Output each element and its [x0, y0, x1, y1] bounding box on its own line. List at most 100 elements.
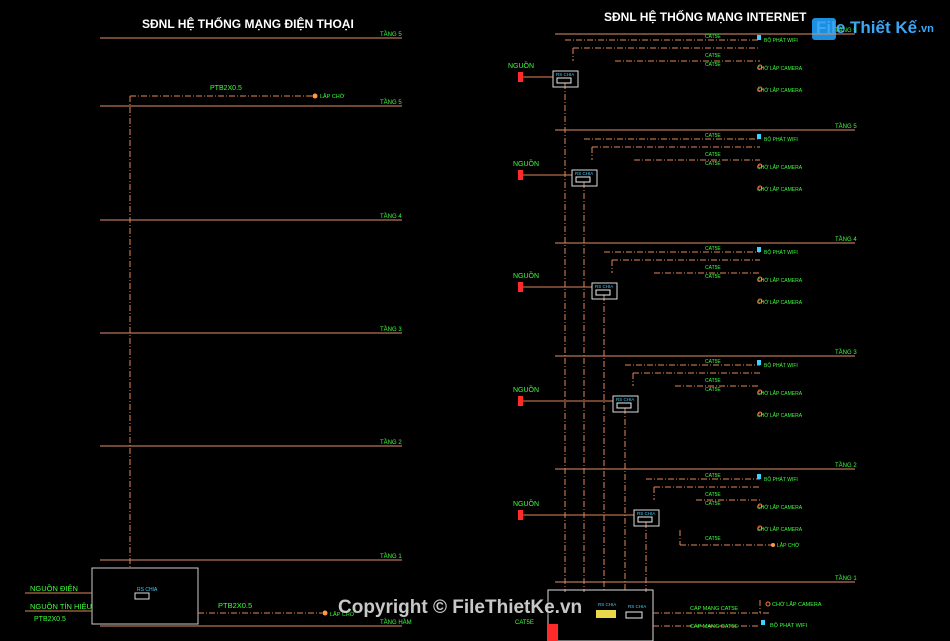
internet-cable-label: CAT5E [705, 133, 721, 139]
phone-cable-label: PTB2X0.5 [210, 85, 242, 92]
internet-source-icon [518, 510, 523, 520]
internet-core-switch2 [625, 611, 643, 619]
phone-source-signal: NGUỒN TÍN HIỆU [30, 601, 92, 611]
wifi-icon [757, 35, 761, 40]
internet-basement-camera-label: CHỜ LẮP CAMERA [772, 600, 822, 608]
internet-source-icon [518, 170, 523, 180]
internet-camera-label: CHỜ LẮP CAMERA [757, 64, 803, 72]
internet-switch-icon [637, 516, 653, 523]
camera-icon [757, 525, 763, 531]
internet-cable-label: CAT5E [705, 62, 721, 68]
internet-source-label: NGUỒN [513, 384, 539, 394]
internet-switch-icon [595, 289, 611, 296]
internet-switch-box [633, 509, 660, 527]
phone-outlet2-label: LẮP CHỜ [330, 610, 355, 618]
phone-floor-label: TẦNG 5 [380, 99, 402, 106]
logo-suffix: .vn [918, 23, 934, 35]
internet-floor-label: TẦNG 5 [835, 27, 857, 34]
internet-camera-label: CHỜ LẮP CAMERA [757, 389, 803, 397]
camera-icon [757, 86, 763, 92]
wifi-icon [761, 620, 765, 625]
camera-icon [757, 185, 763, 191]
camera-icon [765, 601, 771, 607]
internet-cable-label: CAT5E [705, 274, 721, 280]
phone-floor-label: TẦNG HẦM [380, 619, 412, 626]
phone-outlet2-icon [322, 610, 328, 616]
internet-switch-label: RS CHIA [595, 284, 613, 289]
internet-camera-label: CHỜ LẮP CAMERA [757, 163, 803, 171]
phone-source-power: NGUỒN ĐIỆN [30, 583, 78, 593]
camera-icon [757, 503, 763, 509]
phone-switch-label: RS CHIA [137, 587, 158, 593]
internet-cable-label: CAT5E [705, 501, 721, 507]
phone-outlet-icon [312, 93, 318, 99]
internet-cable-label: CAT5E [705, 359, 721, 365]
internet-camera-label: CHỜ LẮP CAMERA [757, 298, 803, 306]
internet-floor-label: TẦNG 5 [835, 123, 857, 130]
internet-source-label: NGUỒN [513, 498, 539, 508]
internet-wifi-label: BỘ PHÁT WIFI [764, 136, 798, 143]
camera-icon [757, 411, 763, 417]
internet-cable-label: CAT5E [705, 152, 721, 158]
internet-switch-box [612, 395, 639, 413]
internet-switch-icon [616, 402, 632, 409]
internet-basement-source [548, 624, 558, 641]
internet-switch-label: RS CHIA [616, 397, 634, 402]
internet-cable-label: CAT5E [705, 265, 721, 271]
internet-cable-label: CAT5E [705, 378, 721, 384]
internet-cable-label: CAT5E [705, 161, 721, 167]
internet-source-label: NGUỒN [508, 60, 534, 70]
internet-switch-box [591, 282, 618, 300]
internet-cable-label: CAT5E [705, 34, 721, 40]
wifi-icon [757, 360, 761, 365]
internet-wifi-label: BỘ PHÁT WIFI [764, 249, 798, 256]
internet-camera-label: CHỜ LẮP CAMERA [757, 525, 803, 533]
camera-icon [757, 298, 763, 304]
internet-cable-label: CAT5E [705, 492, 721, 498]
internet-camera-label: CHỜ LẮP CAMERA [757, 276, 803, 284]
internet-switch-box [571, 169, 598, 187]
camera-icon [757, 163, 763, 169]
internet-switch-label: RS CHIA [556, 72, 574, 77]
internet-cable-label: CAT5E [705, 473, 721, 479]
internet-source-icon [518, 72, 523, 82]
internet-cable-label: CAT5E [705, 387, 721, 393]
internet-cabinet [547, 589, 654, 641]
phone-floor-label: TẦNG 2 [380, 439, 402, 446]
internet-basement-wifi-label: BỘ PHÁT WIFI [770, 622, 808, 629]
internet-camera-label: CHỜ LẮP CAMERA [757, 503, 803, 511]
internet-basement-cable-label: CAT5E [515, 620, 534, 626]
wifi-icon [757, 134, 761, 139]
internet-cable-label: CAT5E [705, 53, 721, 59]
internet-core-switch2-label: RS CHIA [628, 604, 646, 609]
internet-basement-cable2: CÁP MẠNG CAT5E [690, 623, 738, 630]
internet-core-switch-label: RS CHIA [598, 602, 616, 607]
phone-outlet-label: LẮP CHỜ [320, 92, 345, 100]
camera-icon [757, 389, 763, 395]
phone-floor-label: TẦNG 3 [380, 326, 402, 333]
internet-source-icon [518, 396, 523, 406]
copyright-watermark: Copyright © FileThietKe.vn [338, 597, 583, 618]
phone-cabinet [91, 567, 199, 625]
camera-icon [757, 276, 763, 282]
internet-camera-label: CHỜ LẮP CAMERA [757, 86, 803, 94]
internet-switch-icon [575, 176, 591, 183]
internet-core-switch [596, 610, 616, 618]
internet-floor-label: TẦNG 1 [835, 575, 857, 582]
phone-cable-bottom: PTB2X0.5 [218, 601, 252, 610]
internet-switch-label: RS CHIA [637, 511, 655, 516]
internet-camera-label: CHỜ LẮP CAMERA [757, 185, 803, 193]
internet-source-label: NGUỒN [513, 158, 539, 168]
phone-floor-label: TẦNG 4 [380, 213, 402, 220]
phone-floor-label: TẦNG 5 [380, 31, 402, 38]
internet-wifi-label: BỘ PHÁT WIFI [764, 362, 798, 369]
phone-system-title: SĐNL HỆ THỐNG MẠNG ĐIỆN THOẠI [142, 17, 354, 31]
internet-switch-icon [556, 77, 572, 84]
internet-switch-label: RS CHIA [575, 171, 593, 176]
internet-cable-label: CAT5E [705, 246, 721, 252]
internet-outlet-label: LẮP CHỜ [777, 541, 800, 549]
internet-camera-label: CHỜ LẮP CAMERA [757, 411, 803, 419]
outlet-icon [771, 543, 775, 547]
internet-floor-label: TẦNG 3 [835, 349, 857, 356]
